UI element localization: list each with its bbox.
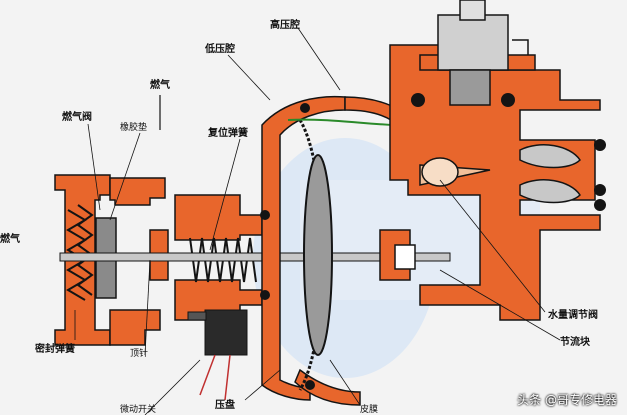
label-diaphragm: 皮膜 [360, 403, 378, 415]
o-rings [260, 93, 606, 390]
ejector-pin [59, 252, 451, 262]
label-pressure-plate: 压盘 [215, 398, 235, 411]
label-water-regulating-valve: 水量调节阀 [547, 308, 598, 321]
watermark: 头条 @哥专修电器 [517, 393, 617, 407]
label-rubber-pad: 橡胶垫 [120, 121, 147, 133]
labels: 高压腔 低压腔 燃气 燃气阀 橡胶垫 复位弹簧 燃气 密封弹簧 顶针 微动开关 … [0, 18, 598, 415]
label-high-pressure-chamber: 高压腔 [270, 18, 300, 31]
label-gas-valve: 燃气阀 [62, 110, 92, 123]
label-gas-top: 燃气 [150, 78, 170, 91]
micro-switch [187, 309, 248, 401]
label-gas-left: 燃气 [0, 232, 20, 245]
label-throttle-block: 节流块 [560, 335, 591, 348]
valve-seat [379, 229, 416, 281]
label-low-pressure-chamber: 低压腔 [204, 42, 235, 55]
pressure-plate [303, 154, 333, 356]
throttle-elements [419, 144, 581, 204]
top-stem-housing [437, 0, 529, 106]
diaphragm [298, 119, 324, 391]
leader-lines [74, 27, 561, 415]
label-return-spring: 复位弹簧 [207, 126, 248, 139]
label-micro-switch: 微动开关 [120, 403, 156, 415]
label-ejector-pin: 顶针 [130, 347, 148, 359]
label-seal-spring: 密封弹簧 [35, 342, 75, 355]
